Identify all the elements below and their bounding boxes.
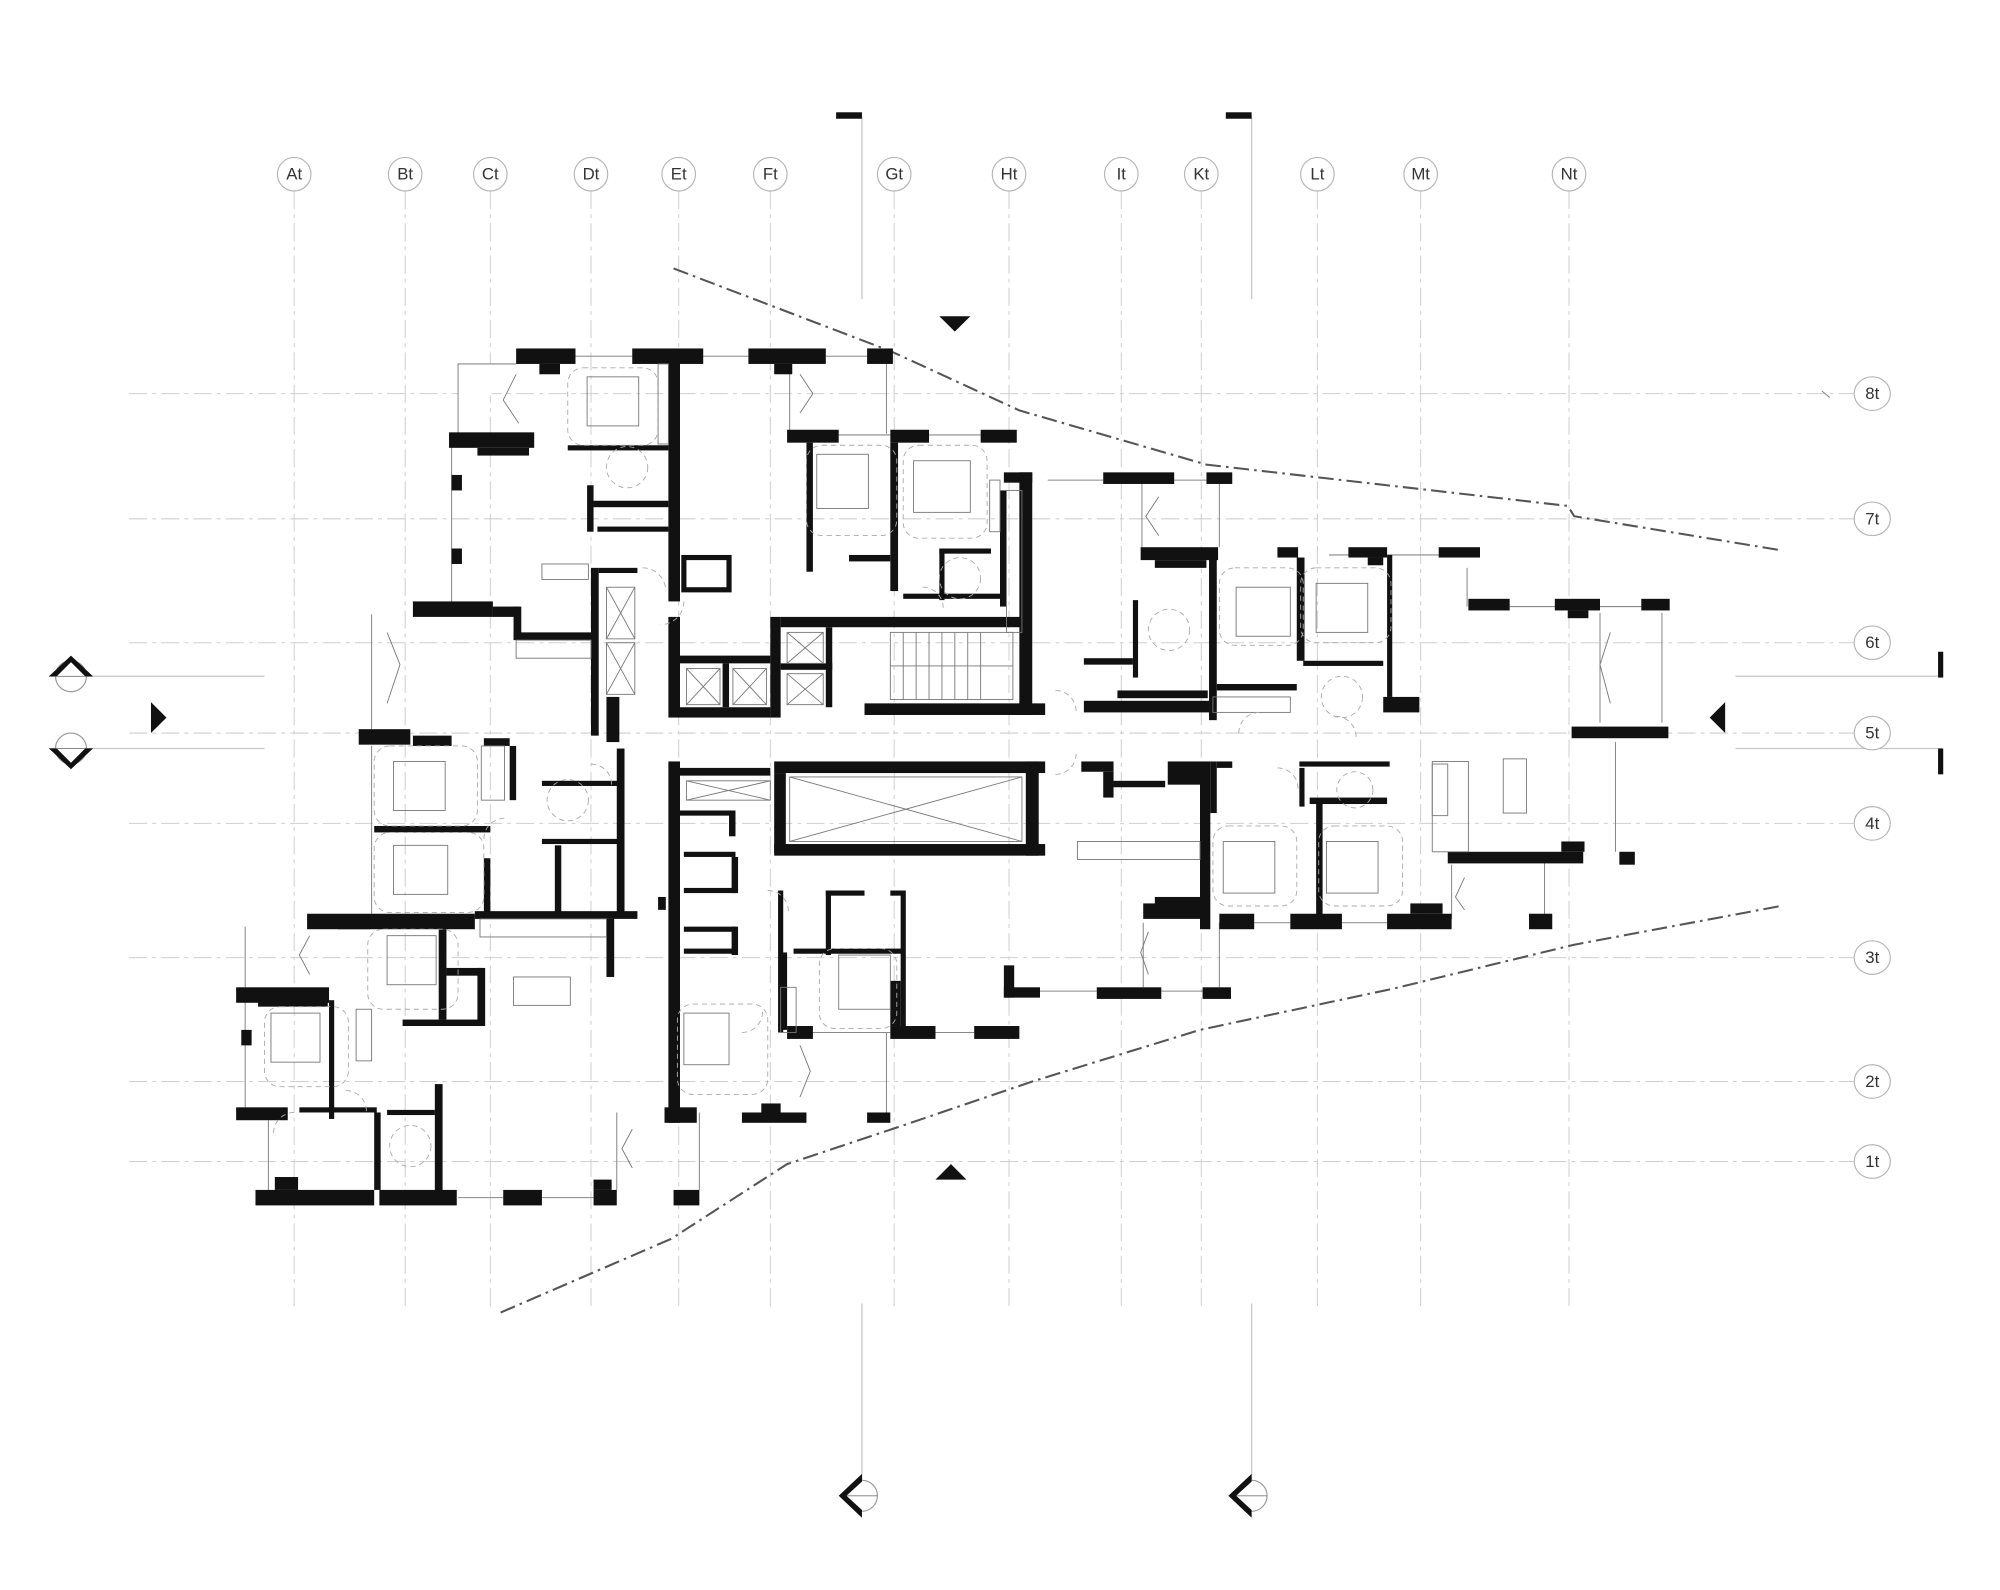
grid-label: Ft: [763, 165, 778, 184]
grid-label: 7t: [1865, 509, 1879, 528]
grid-label: Dt: [583, 165, 600, 184]
grid-label: 6t: [1865, 633, 1879, 652]
section-marker-left-upper: [49, 655, 93, 693]
grid-label: Bt: [397, 165, 413, 184]
grid-bubble-at: At: [276, 156, 312, 192]
elevation-arrow-east-icon: [1709, 702, 1726, 734]
grid-label: Ht: [1001, 165, 1018, 184]
grid-label: 8t: [1865, 384, 1879, 403]
walls: [236, 348, 1670, 1206]
grid-label: Ct: [482, 165, 499, 184]
grid-bubble-it: It: [1103, 156, 1139, 192]
grid-label: Nt: [1561, 165, 1578, 184]
elevation-arrow-north-icon: [939, 316, 971, 332]
grid-bubble-dt: Dt: [573, 156, 609, 192]
grid-label: At: [286, 165, 302, 184]
grid-rows: [129, 393, 1856, 1163]
grid-bubble-kt: Kt: [1183, 156, 1219, 192]
grid-bubble-lt: Lt: [1300, 156, 1335, 192]
grid-bubble-mt: Mt: [1403, 156, 1438, 192]
section-marker-bottom-right: [1228, 1473, 1268, 1518]
section-marker-bottom-left: [838, 1473, 878, 1518]
grid-row-bubbles: 8t 7t 6t 5t 4t 3t 2t 1t: [1853, 376, 1891, 1179]
furniture-fixtures: [264, 363, 1611, 1169]
site-boundary: [500, 267, 1830, 1314]
grid-label: 2t: [1865, 1072, 1879, 1091]
grid-bubble-ht: Ht: [991, 156, 1027, 192]
grid-label: 1t: [1865, 1152, 1879, 1171]
grid-bubble-4t: 4t: [1853, 806, 1891, 841]
grid-bubble-gt: Gt: [876, 156, 912, 192]
section-marker-left-lower: [49, 732, 93, 770]
grid-column-bubbles: At Bt Ct Dt Et Ft Gt Ht It Kt Lt Mt Nt: [276, 156, 1587, 192]
grid-label: Gt: [885, 165, 903, 184]
grid-bubble-5t: 5t: [1853, 715, 1891, 751]
grid-label: Kt: [1193, 165, 1209, 184]
elevation-arrow-west-icon: [150, 702, 167, 734]
elevation-arrow-south-icon: [935, 1164, 967, 1180]
grid-bubble-ft: Ft: [752, 156, 788, 192]
grid-label: It: [1117, 165, 1127, 184]
grid-bubble-et: Et: [661, 156, 697, 192]
thin-partitions: [244, 355, 1663, 1199]
grid-bubble-7t: 7t: [1853, 501, 1891, 537]
grid-bubble-6t: 6t: [1853, 625, 1891, 661]
section-cut-lines: [70, 112, 1944, 1485]
grid-bubble-3t: 3t: [1853, 940, 1891, 975]
grid-label: 4t: [1865, 814, 1879, 833]
grid-bubble-bt: Bt: [387, 156, 423, 192]
grid-label: Mt: [1411, 165, 1430, 184]
grid-label: 3t: [1865, 948, 1879, 967]
grid-bubble-2t: 2t: [1853, 1064, 1891, 1099]
grid-bubble-8t: 8t: [1853, 376, 1891, 411]
grid-columns: [293, 191, 1570, 1307]
grid-label: Lt: [1310, 165, 1324, 184]
grid-bubble-ct: Ct: [472, 156, 508, 192]
grid-bubble-nt: Nt: [1551, 156, 1587, 192]
grid-label: 5t: [1865, 724, 1879, 743]
grid-label: Et: [671, 165, 687, 184]
grid-bubble-1t: 1t: [1853, 1144, 1891, 1179]
